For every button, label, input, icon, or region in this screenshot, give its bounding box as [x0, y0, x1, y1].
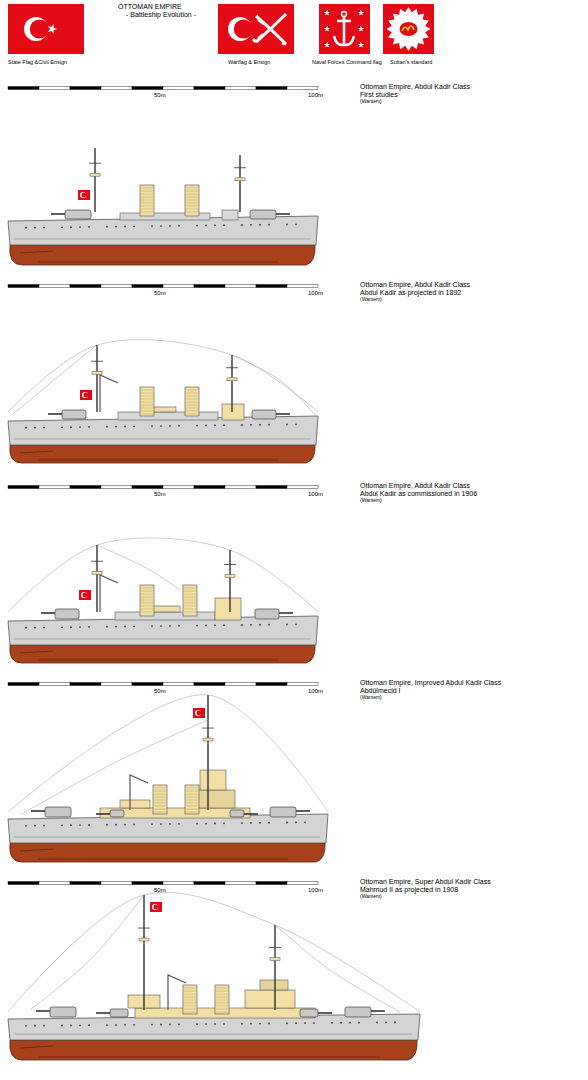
credit: (Wantem)	[360, 99, 382, 105]
subtitle: - Battleship Evolution -	[126, 11, 196, 19]
title: OTTOMAN EMPIRE	[118, 3, 182, 11]
scale-label: 100m	[308, 290, 323, 297]
scale-label: 100m	[308, 491, 323, 498]
scale-label: 50m	[154, 491, 166, 498]
flag-caption: Sultan's standard	[390, 59, 432, 65]
ship-caption: Abdul Kadir as commissioned in 1906	[360, 490, 477, 498]
ship-caption: Abdülmecid I	[360, 687, 400, 695]
ship-caption: Ottoman Empire, Super Abdul Kadir Class	[360, 878, 491, 886]
credit: (Wantem)	[360, 894, 382, 900]
flag-caption: Naval Forces Command flag	[312, 59, 382, 65]
ship-profile	[8, 695, 328, 862]
ship-caption: Mahmud II as projected in 1908	[360, 886, 458, 894]
flag-caption: State Flag &Civil Ensign	[8, 59, 67, 65]
credit: (Wantem)	[360, 498, 382, 504]
flag-caption: Warflag & Ensign	[228, 59, 270, 65]
ship-profile	[8, 340, 318, 463]
ship-profile	[8, 892, 420, 1060]
ship-profile	[8, 148, 318, 265]
ship-caption: Ottoman Empire, Abdul Kadir Class	[360, 83, 470, 91]
credit: (Wantem)	[360, 297, 382, 303]
ship-caption: Ottoman Empire, Abdul Kadir Class	[360, 482, 470, 490]
scale-label: 100m	[308, 688, 323, 695]
scale-label: 50m	[154, 688, 166, 695]
ship-caption: First studies	[360, 91, 398, 99]
credit: (Wantem)	[360, 695, 382, 701]
scale-label: 100m	[308, 92, 323, 99]
scale-label: 50m	[154, 290, 166, 297]
scale-label: 50m	[154, 887, 166, 894]
ship-profile	[8, 538, 318, 663]
scale-label: 50m	[154, 92, 166, 99]
scale-label: 100m	[308, 887, 323, 894]
ship-caption: Ottoman Empire, Abdul Kadir Class	[360, 281, 470, 289]
flags	[8, 4, 434, 54]
ship-caption: Ottoman Empire, Improved Abdul Kadir Cla…	[360, 679, 501, 687]
scale-bars	[8, 87, 318, 885]
ship-caption: Abdul Kadir as projected in 1892	[360, 289, 461, 297]
